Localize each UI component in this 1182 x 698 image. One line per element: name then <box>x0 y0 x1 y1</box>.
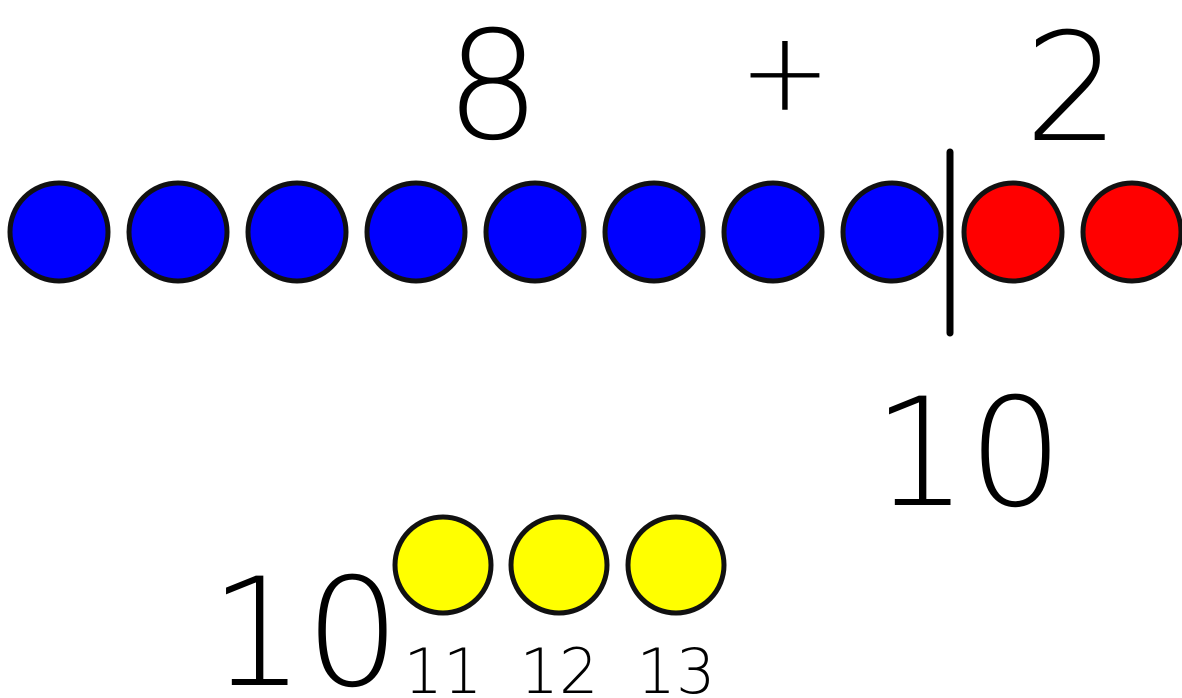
partition-sum-10: 10 <box>873 367 1064 541</box>
yellow-counter <box>625 514 727 616</box>
count-label: 13 <box>637 635 716 698</box>
blue-counter <box>483 180 587 284</box>
addend-8: 8 <box>445 0 540 174</box>
plus-sign: + <box>739 8 831 136</box>
base-ten: 10 <box>210 547 401 698</box>
counter-row <box>7 180 1182 284</box>
red-counter <box>1080 180 1182 284</box>
blue-counter <box>364 180 468 284</box>
yellow-counter <box>392 514 494 616</box>
addend-2: 2 <box>1024 2 1119 176</box>
blue-counter <box>7 180 111 284</box>
count-label: 11 <box>404 635 483 698</box>
blue-counter <box>245 180 349 284</box>
blue-counter <box>602 180 706 284</box>
count-label: 12 <box>520 635 599 698</box>
blue-counter <box>721 180 825 284</box>
red-counter <box>961 180 1065 284</box>
yellow-counter <box>508 514 610 616</box>
blue-counter <box>840 180 944 284</box>
yellow-counter-group: 11 12 13 <box>392 514 727 698</box>
blue-counter <box>126 180 230 284</box>
